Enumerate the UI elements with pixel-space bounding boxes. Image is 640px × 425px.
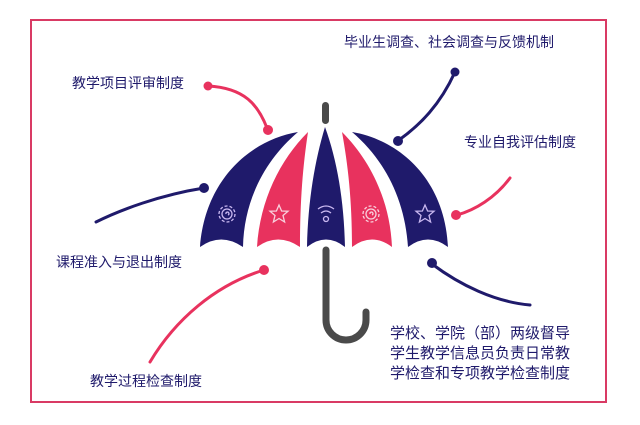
- dot-project-review-start: [203, 81, 213, 91]
- connector-course-access: [94, 186, 206, 224]
- connector-supervision: [430, 262, 532, 307]
- umbrella-handle: [322, 246, 370, 344]
- canopy-panel-4: [342, 132, 392, 247]
- umbrella-tip: [322, 102, 329, 124]
- dot-graduate-survey: [393, 136, 403, 146]
- connector-project-review: [206, 84, 269, 130]
- dot-process-check: [259, 265, 269, 275]
- gear-icon: [362, 205, 380, 223]
- connector-process-check: [148, 268, 266, 364]
- label-self-assessment: 专业自我评估制度: [464, 135, 576, 151]
- star-icon: [414, 203, 436, 224]
- dot-self-assessment: [451, 210, 461, 220]
- dot-project-review: [263, 125, 273, 135]
- dot-supervision: [427, 258, 437, 268]
- label-supervision-1: 学校、学院（部）两级督导: [390, 324, 571, 342]
- label-process-check: 教学过程检查制度: [90, 374, 202, 390]
- connector-graduate-survey: [397, 70, 457, 142]
- canopy-panel-2: [257, 132, 308, 247]
- signal-icon: [317, 205, 335, 223]
- label-project-review: 教学项目评审制度: [72, 76, 184, 92]
- canopy-panel-3: [307, 127, 345, 247]
- label-supervision-2: 学生教学信息员负责日常教: [390, 344, 571, 362]
- label-graduate-survey: 毕业生调查、社会调查与反馈机制: [344, 35, 554, 51]
- connector-self-assessment: [455, 176, 512, 217]
- diagram-frame: [30, 19, 607, 403]
- gear-icon: [218, 205, 236, 223]
- dot-course-access: [199, 183, 209, 193]
- star-icon: [268, 203, 290, 224]
- label-course-access: 课程准入与退出制度: [56, 255, 182, 271]
- label-supervision-3: 学检查和专项教学检查制度: [390, 364, 571, 382]
- canopy-panel-5: [352, 132, 448, 247]
- dot-graduate-survey-start: [450, 67, 460, 77]
